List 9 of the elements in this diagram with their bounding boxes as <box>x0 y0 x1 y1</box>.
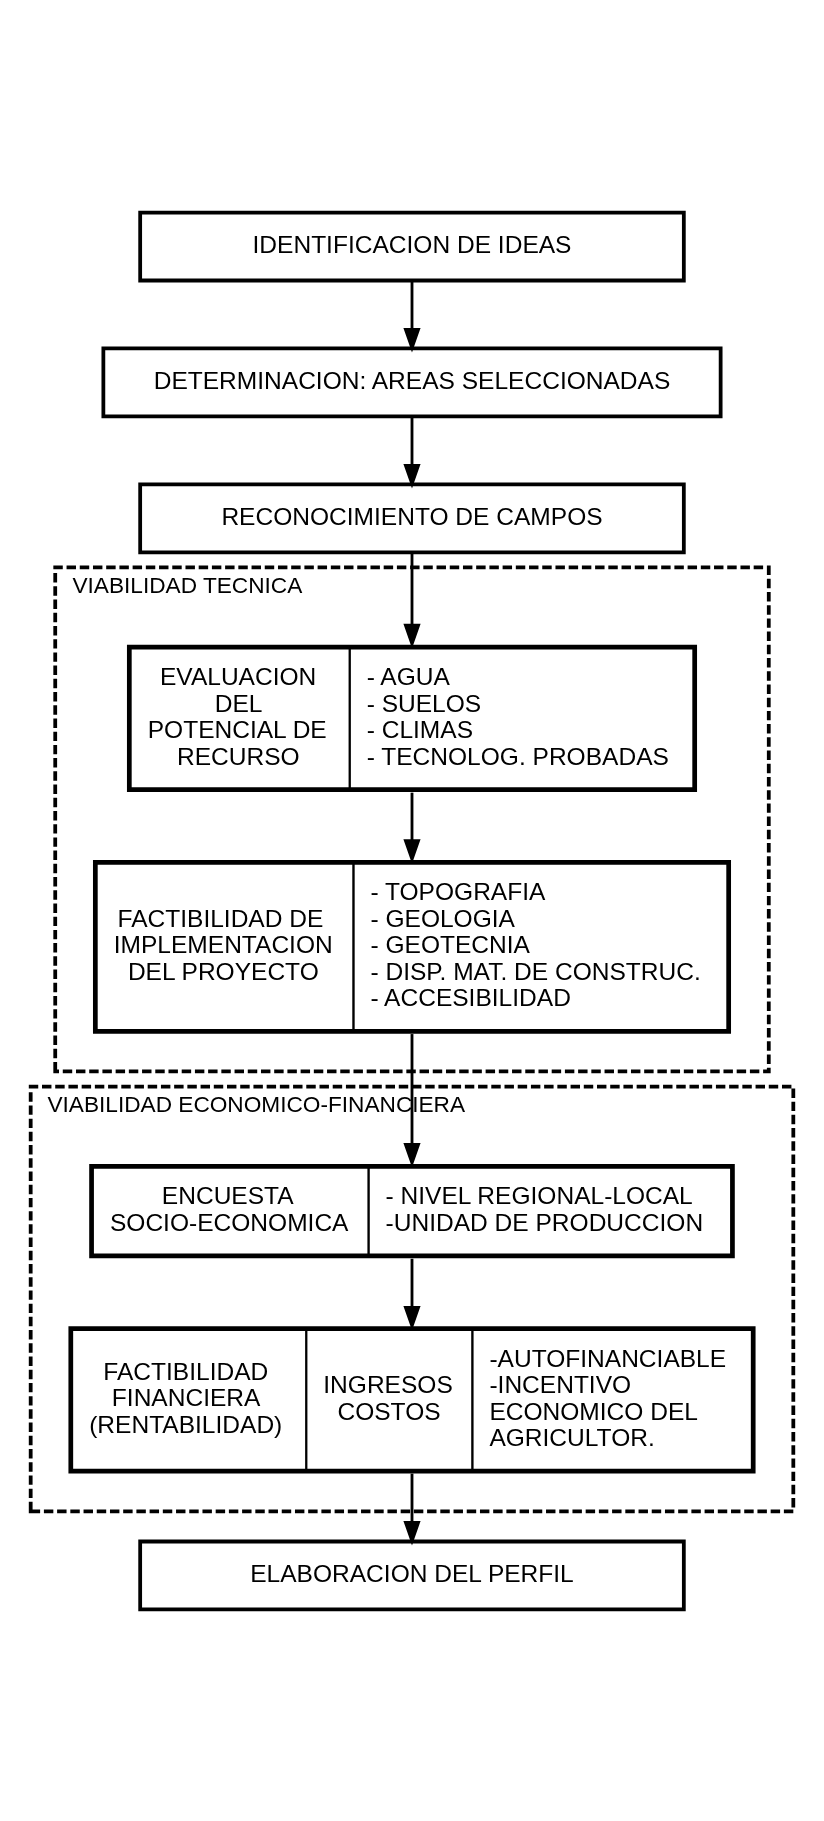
arrow <box>403 1473 421 1546</box>
arrow <box>403 1258 421 1330</box>
node-box: DETERMINACION: AREAS SELECCIONADAS <box>101 346 723 418</box>
arrow <box>403 416 421 488</box>
node-box: IDENTIFICACION DE IDEAS <box>138 210 686 282</box>
arrow <box>403 280 421 353</box>
arrow <box>403 552 421 648</box>
node-box: RECONOCIMIENTO DE CAMPOS <box>138 482 686 554</box>
node-box: ELABORACION DEL PERFIL <box>138 1539 686 1611</box>
